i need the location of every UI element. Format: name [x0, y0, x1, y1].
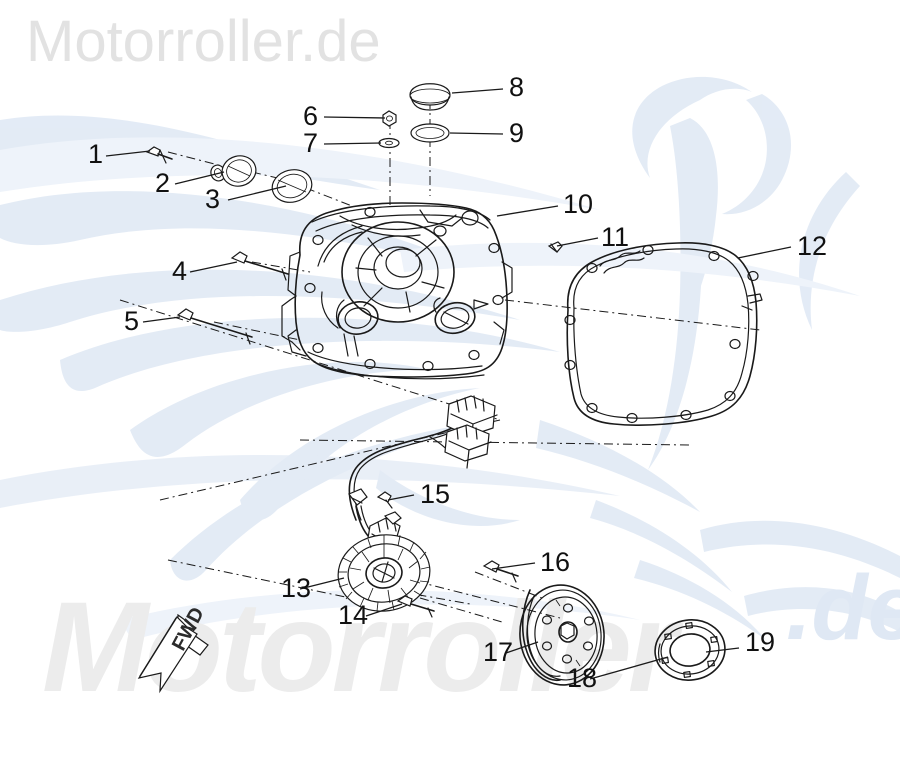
callout-2[interactable]: 2 — [155, 168, 171, 198]
callout-15[interactable]: 15 — [420, 479, 451, 509]
callout-9[interactable]: 9 — [509, 118, 525, 148]
callout-3[interactable]: 3 — [205, 184, 221, 214]
part-18-19-starter-clutch — [654, 619, 726, 681]
part-13-stator-assembly — [337, 395, 498, 612]
part-8-cap-plug — [409, 83, 451, 111]
callout-leader-lines — [105, 88, 792, 680]
part-11-dowel-pin — [547, 241, 563, 253]
part-10-crankcase-cover — [281, 202, 513, 380]
part-4-bolt-long — [230, 251, 289, 281]
callout-6[interactable]: 6 — [303, 101, 319, 131]
part-12-cover-gasket — [564, 242, 763, 426]
callout-11[interactable]: 11 — [601, 222, 630, 252]
part-16-flywheel-bolt — [482, 560, 519, 583]
callout-18[interactable]: 18 — [567, 663, 598, 693]
callout-13[interactable]: 13 — [281, 573, 312, 603]
fwd-direction-arrow — [137, 613, 209, 694]
callout-16[interactable]: 16 — [540, 547, 571, 577]
callout-10[interactable]: 10 — [563, 189, 594, 219]
part-15-pickup-bolt — [376, 491, 393, 509]
callout-8[interactable]: 8 — [509, 72, 525, 102]
callout-7[interactable]: 7 — [303, 128, 319, 158]
callout-4[interactable]: 4 — [172, 256, 188, 286]
callout-19[interactable]: 19 — [745, 627, 776, 657]
callout-5[interactable]: 5 — [124, 306, 140, 336]
part-14-stator-bolt — [396, 595, 435, 618]
part-5-bolt-longer — [176, 308, 253, 345]
callout-12[interactable]: 12 — [797, 231, 828, 261]
part-3-o-ring — [271, 169, 313, 203]
callout-14[interactable]: 14 — [338, 600, 369, 630]
part-1-bolt — [145, 146, 173, 164]
part-9-o-ring-cap — [410, 123, 450, 143]
callout-17[interactable]: 17 — [483, 637, 514, 667]
watermark-top-text: Motorroller.de — [26, 9, 381, 74]
part-7-washer — [378, 137, 400, 149]
callout-1[interactable]: 1 — [88, 139, 104, 169]
part-6-nut — [382, 110, 397, 127]
part-2-oil-seal — [210, 155, 257, 187]
watermark-bottom-suffix: .de — [786, 557, 900, 659]
part-17-flywheel-rotor — [519, 584, 605, 686]
